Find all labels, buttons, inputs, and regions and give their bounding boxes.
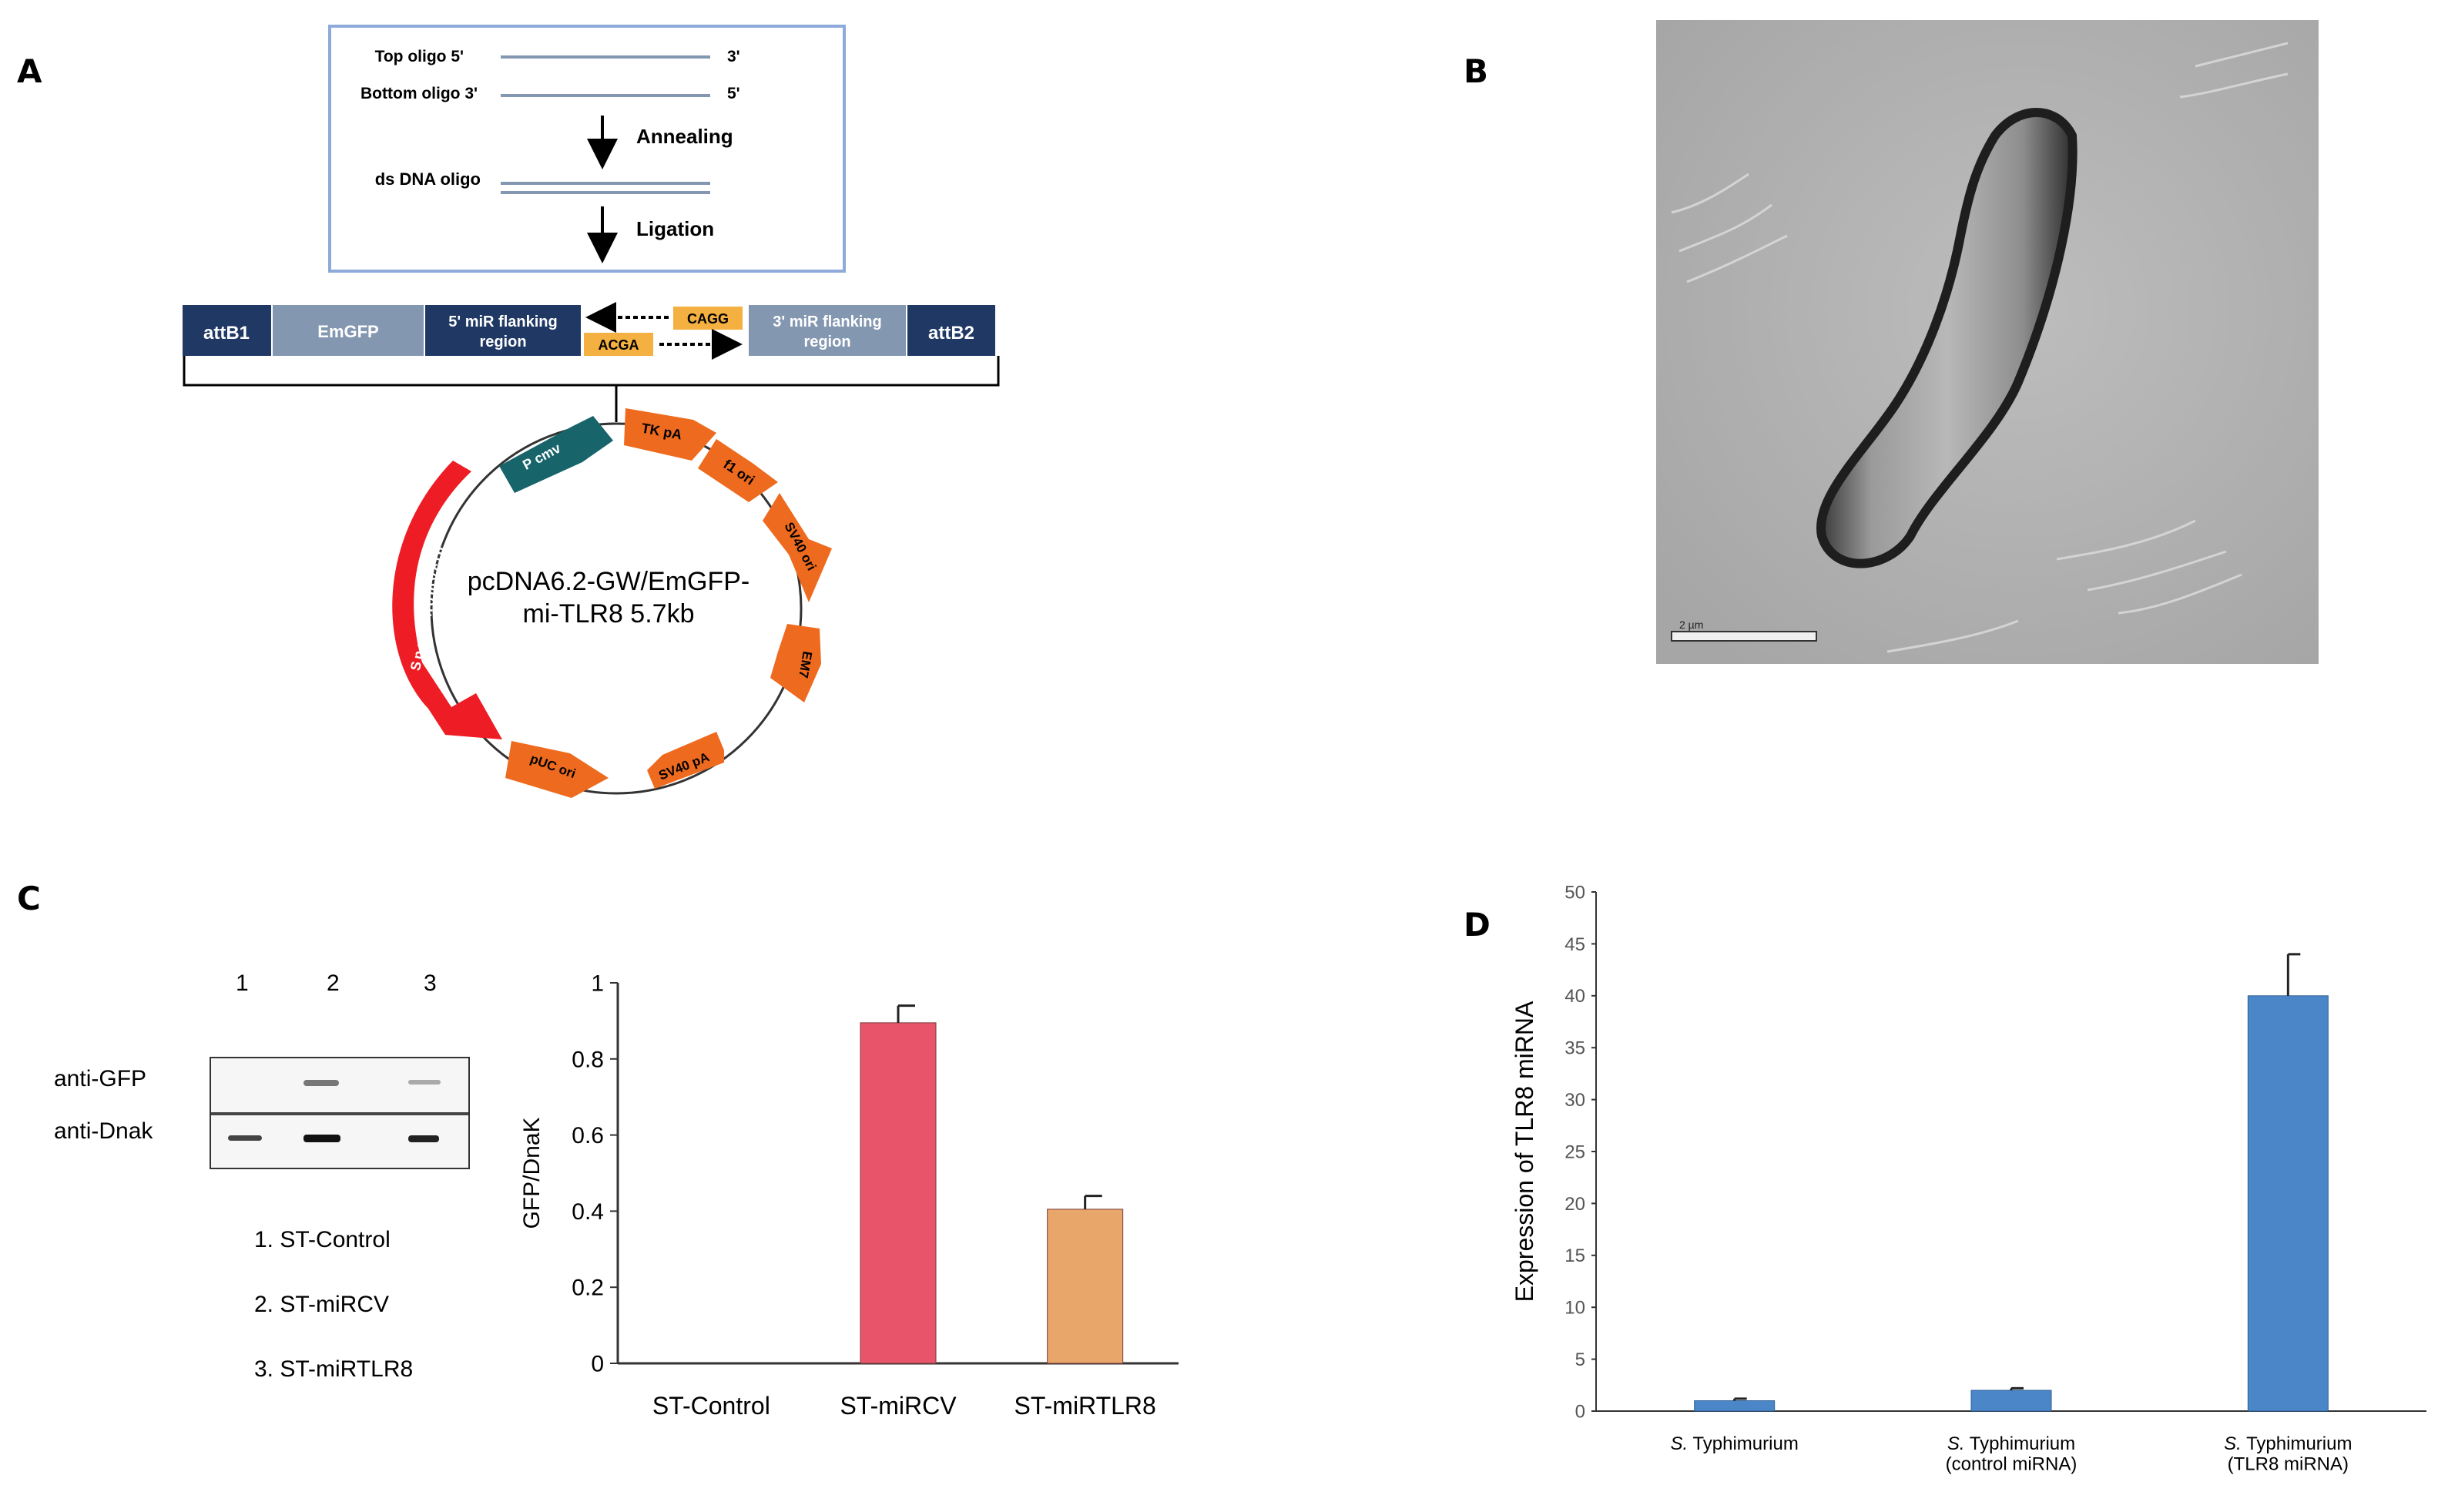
y-tick-label: 0.8 xyxy=(572,1047,604,1072)
x-category-label: S. Typhimurium xyxy=(1947,1433,2075,1454)
legend-item-3: 3. ST-miRTLR8 xyxy=(254,1356,414,1382)
anti-dnak-label: anti-Dnak xyxy=(54,1118,153,1144)
western-blot: 1 2 3 anti-GFP anti-Dnak xyxy=(46,971,478,1180)
x-category-sublabel: (TLR8 miRNA) xyxy=(2228,1453,2349,1474)
tkpa-feature xyxy=(624,408,716,461)
sv40ori-feature xyxy=(763,493,832,602)
y-tick-label: 40 xyxy=(1564,986,1585,1007)
scale-bar xyxy=(1671,631,1817,642)
blot-legend: 1. ST-Control 2. ST-miRCV 3. ST-miRTLR8 xyxy=(254,1208,413,1402)
pcmv-feature xyxy=(499,416,613,493)
x-category-sublabel: (control miRNA) xyxy=(1946,1453,2077,1474)
panel-d-label: D xyxy=(1464,906,1491,944)
panel-b-label: B xyxy=(1464,52,1489,90)
y-tick-label: 0.6 xyxy=(572,1123,604,1148)
y-tick-label: 0 xyxy=(591,1352,604,1377)
attb1-label: attB1 xyxy=(203,323,250,344)
emgfp-label: EmGFP xyxy=(317,322,378,341)
sv40pa-feature xyxy=(647,732,724,789)
ligation-label: Ligation xyxy=(636,217,714,240)
bar xyxy=(860,1022,937,1364)
y-tick-label: 35 xyxy=(1564,1038,1585,1059)
bar xyxy=(1970,1390,2052,1412)
gfp-band-lane3 xyxy=(408,1080,441,1085)
y-tick-label: 25 xyxy=(1564,1142,1585,1162)
panel-c-label: C xyxy=(17,880,41,917)
panel-a-schematic: Top oligo 5' 3' Bottom oligo 3' 5' Annea… xyxy=(183,25,1000,798)
lane-label-1: 1 xyxy=(236,971,249,996)
panel-a-label: A xyxy=(17,52,42,90)
x-category-label: ST-miRTLR8 xyxy=(1014,1392,1156,1420)
top-oligo-label: Top oligo 5' xyxy=(375,48,464,65)
dnak-band-lane2 xyxy=(303,1135,340,1142)
bar xyxy=(1047,1209,1124,1364)
expression-construct: attB1 EmGFP 5' miR flanking region CAGG … xyxy=(183,302,1000,422)
bar xyxy=(1694,1400,1776,1412)
blot-membrane xyxy=(210,1057,470,1169)
plasmid-name-1: pcDNA6.2-GW/EmGFP- xyxy=(468,567,750,596)
f1ori-feature xyxy=(698,439,778,502)
blot-divider xyxy=(211,1112,468,1115)
x-category-label: ST-miRCV xyxy=(840,1392,957,1420)
plasmid-name-2: mi-TLR8 5.7kb xyxy=(523,599,695,629)
scale-bar-label: 2 µm xyxy=(1679,619,1703,631)
gfp-dnak-chart: 0 0.2 0.4 0.6 0.8 1ST-Control ST-miRCV ST-miRTL… xyxy=(519,971,1179,1420)
bacterium-rod xyxy=(1816,108,2077,568)
pucori-feature xyxy=(505,741,609,798)
y-tick-label: 10 xyxy=(1564,1298,1585,1319)
spectinomycin-feature xyxy=(392,461,502,739)
attb2-label: attB2 xyxy=(928,323,974,344)
y-tick-label: 0.2 xyxy=(572,1276,604,1301)
tlr8-expression-chart: 0 5 10 15 20 25 30 35 40 45 50 S. Typhimurium S. Typ… xyxy=(1511,882,2426,1474)
em7-feature xyxy=(770,624,821,702)
y-tick-label: 30 xyxy=(1564,1090,1585,1111)
y-tick-label: 50 xyxy=(1564,882,1585,903)
anti-gfp-label: anti-GFP xyxy=(54,1066,147,1091)
bottom-oligo-label: Bottom oligo 3' xyxy=(361,85,478,102)
legend-item-1: 1. ST-Control xyxy=(254,1227,391,1252)
acga-label: ACGA xyxy=(599,337,639,353)
plasmid-map: P cmv TK pA f1 ori SV40 ori EM7 SV40 pA … xyxy=(392,408,832,798)
dnak-band-lane3 xyxy=(408,1135,439,1142)
wrinkle-lines xyxy=(1671,42,2289,653)
ds-oligo-label: ds DNA oligo xyxy=(375,169,481,189)
y-tick-label: 45 xyxy=(1564,934,1585,955)
x-category-label: S. Typhimurium xyxy=(2224,1433,2352,1454)
y-tick-label: 15 xyxy=(1564,1245,1585,1266)
y-tick-label: 5 xyxy=(1575,1349,1585,1370)
y-tick-label: 20 xyxy=(1564,1194,1585,1215)
x-category-label: S. Typhimurium xyxy=(1671,1433,1799,1454)
y-tick-label: 1 xyxy=(591,971,604,997)
tem-micrograph: 2 µm xyxy=(1656,20,2319,664)
bar xyxy=(2247,995,2329,1412)
y-axis-label: Expression of TLR8 miRNA xyxy=(1511,1001,1538,1302)
y-tick-label: 0 xyxy=(1575,1401,1585,1422)
x-category-label: ST-Control xyxy=(652,1392,770,1420)
dnak-band-lane1 xyxy=(228,1135,262,1141)
flank3-label-2: region xyxy=(803,334,850,350)
legend-item-2: 2. ST-miRCV xyxy=(254,1292,390,1317)
lane-label-2: 2 xyxy=(327,971,340,996)
lane-label-3: 3 xyxy=(424,971,437,996)
cagg-label: CAGG xyxy=(687,311,729,327)
annealing-label: Annealing xyxy=(636,125,733,148)
top-oligo-end: 3' xyxy=(727,48,740,65)
flank3-label-1: 3' miR flanking xyxy=(773,313,881,330)
bottom-oligo-end: 5' xyxy=(727,85,740,102)
flank5-label-1: 5' miR flanking xyxy=(448,313,557,330)
y-tick-label: 0.4 xyxy=(572,1199,604,1225)
flank5-label-2: region xyxy=(479,334,526,350)
gfp-band-lane2 xyxy=(303,1080,339,1086)
y-axis-label: GFP/DnaK xyxy=(519,1117,545,1229)
